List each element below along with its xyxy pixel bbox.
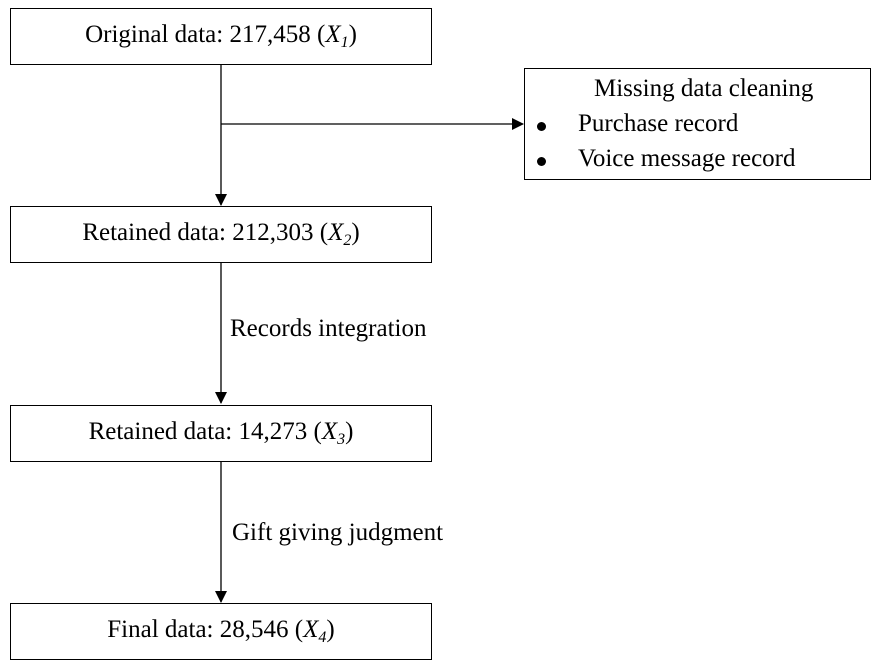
box-label: Retained data: 14,273 (X3): [88, 418, 354, 448]
box-label: Final data: 28,546 (X4): [107, 616, 335, 646]
bullet-icon: [537, 122, 546, 131]
box-label: Retained data: 212,303 (X2): [82, 219, 360, 249]
original-data-box: Original data: 217,458 (X1): [10, 8, 432, 65]
edge-label-gift-giving-judgment: Gift giving judgment: [232, 519, 444, 546]
box-label: Original data: 217,458 (X1): [85, 21, 357, 51]
final-data-box: Final data: 28,546 (X4): [10, 603, 432, 660]
bullet-icon: [537, 157, 546, 166]
retained-data-box-2: Retained data: 14,273 (X3): [10, 405, 432, 462]
edge-label-records-integration: Records integration: [230, 315, 427, 342]
missing-data-cleaning-title: Missing data cleaning: [594, 75, 814, 102]
retained-data-box-1: Retained data: 212,303 (X2): [10, 206, 432, 263]
missing-data-cleaning-box: Missing data cleaning Purchase record Vo…: [524, 68, 871, 180]
